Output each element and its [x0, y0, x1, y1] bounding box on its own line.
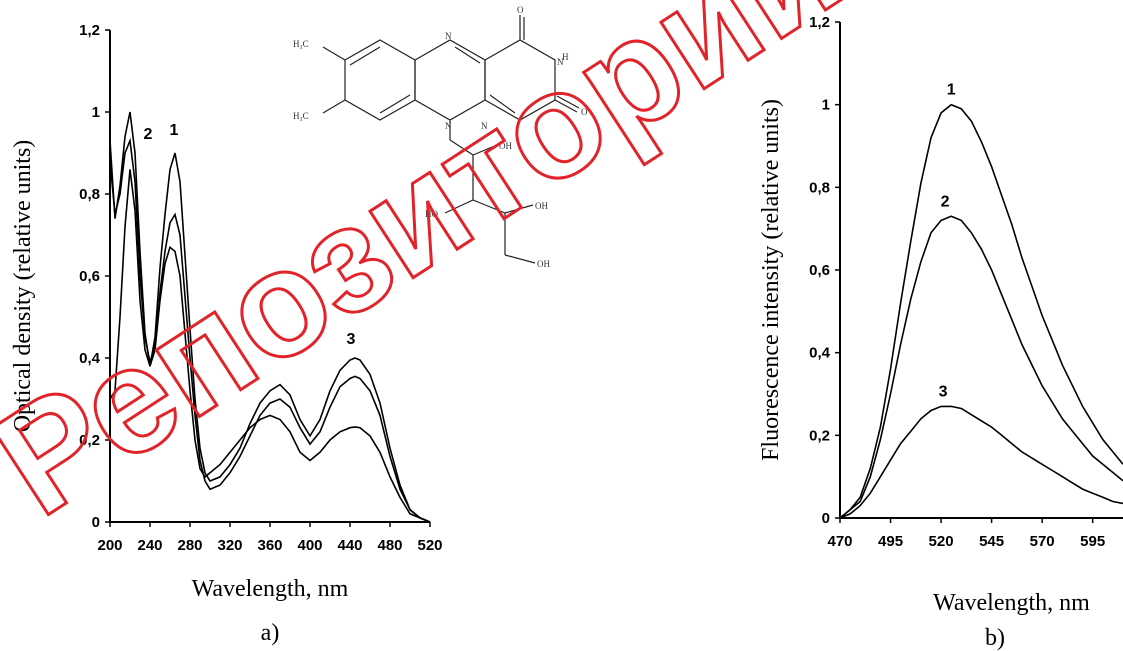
x-tick-label: 200 [97, 537, 122, 554]
series-line-1 [839, 103, 1123, 519]
riboflavin-structure-inset: H₃C H₃C N N N N O H O OH OH HO OH [293, 5, 588, 269]
y-tick-label: 1 [92, 104, 100, 121]
series-label-2: 2 [941, 193, 950, 210]
y-tick-label: 1 [822, 97, 830, 114]
chart-b-fluorescence: 0 0,2 0,4 0,6 0,8 1 1,2 470 495 520 545 570 595 Wave… [758, 14, 1123, 651]
chart-b-axes: 0 0,2 0,4 0,6 0,8 1 1,2 470 495 520 545 570 595 [809, 14, 1123, 550]
atom-label: N [481, 121, 488, 131]
y-tick-label: 0,6 [79, 268, 100, 285]
series-label-1: 1 [170, 122, 179, 139]
atom-label: O [581, 107, 588, 117]
chart-a-axes: 0 0,2 0,4 0,6 0,8 1 1,2 200 240 280 320 360 400 440 48… [79, 22, 442, 554]
series-line-1 [109, 152, 431, 523]
y-tick-label: 0 [92, 514, 100, 531]
atom-label: H₃C [293, 111, 309, 121]
atom-label: N [445, 121, 452, 131]
y-tick-label: 0,2 [79, 432, 100, 449]
series-label-3: 3 [939, 383, 948, 400]
y-tick-label: 0 [822, 510, 830, 527]
chart-b-series [839, 103, 1123, 519]
x-tick-label: 470 [827, 533, 852, 550]
y-tick-label: 0,2 [809, 427, 830, 444]
watermark-text: Репозиторий [0, 0, 869, 548]
atom-label: N [445, 31, 452, 41]
chart-a-labels: Wavelength, nm Optical density (relative … [10, 122, 356, 646]
y-tick-label: 0,4 [809, 345, 831, 362]
atom-label: O [517, 5, 524, 15]
y-tick-label: 1,2 [809, 14, 830, 31]
panel-label: b) [985, 625, 1005, 651]
x-axis-title: Wavelength, nm [933, 590, 1090, 616]
x-tick-label: 320 [217, 537, 242, 554]
x-tick-label: 570 [1030, 533, 1055, 550]
atom-label: H [562, 52, 569, 62]
x-tick-label: 520 [417, 537, 442, 554]
x-tick-label: 495 [878, 533, 903, 550]
chart-a-optical-density: 0 0,2 0,4 0,6 0,8 1 1,2 200 240 280 320 360 400 440 48… [10, 22, 443, 646]
chart-b-labels: Wavelength, nm Fluorescence intensity (re… [758, 82, 1090, 651]
series-line-3 [109, 111, 431, 523]
chart-a-series [109, 111, 431, 523]
atom-label: H₃C [293, 39, 309, 49]
y-tick-label: 0,8 [809, 179, 830, 196]
y-tick-label: 0,6 [809, 262, 830, 279]
benzene-ring [344, 39, 416, 121]
atom-label: HO [425, 209, 438, 219]
atom-label: OH [535, 201, 548, 211]
x-tick-label: 520 [929, 533, 954, 550]
x-tick-label: 480 [377, 537, 402, 554]
y-tick-label: 0,8 [79, 186, 100, 203]
y-axis-title: Fluorescence intensity (relative units) [758, 99, 784, 461]
x-tick-label: 440 [337, 537, 362, 554]
x-tick-label: 360 [257, 537, 282, 554]
atom-label: OH [499, 141, 512, 151]
series-label-3: 3 [347, 331, 356, 348]
panel-label: a) [261, 620, 280, 646]
series-line-2 [839, 215, 1123, 519]
y-axis-title: Optical density (relative units) [10, 140, 36, 433]
x-tick-label: 400 [297, 537, 322, 554]
x-tick-label: 240 [137, 537, 162, 554]
x-tick-label: 545 [979, 533, 1004, 550]
x-tick-label: 595 [1080, 533, 1105, 550]
series-label-1: 1 [947, 82, 956, 99]
atom-label: N [557, 57, 564, 67]
atom-label: OH [537, 259, 550, 269]
series-label-2: 2 [144, 126, 153, 143]
y-tick-label: 0,4 [79, 350, 101, 367]
x-axis-title: Wavelength, nm [192, 576, 349, 602]
series-line-3 [839, 405, 1123, 519]
y-tick-label: 1,2 [79, 22, 100, 39]
x-tick-label: 280 [177, 537, 202, 554]
